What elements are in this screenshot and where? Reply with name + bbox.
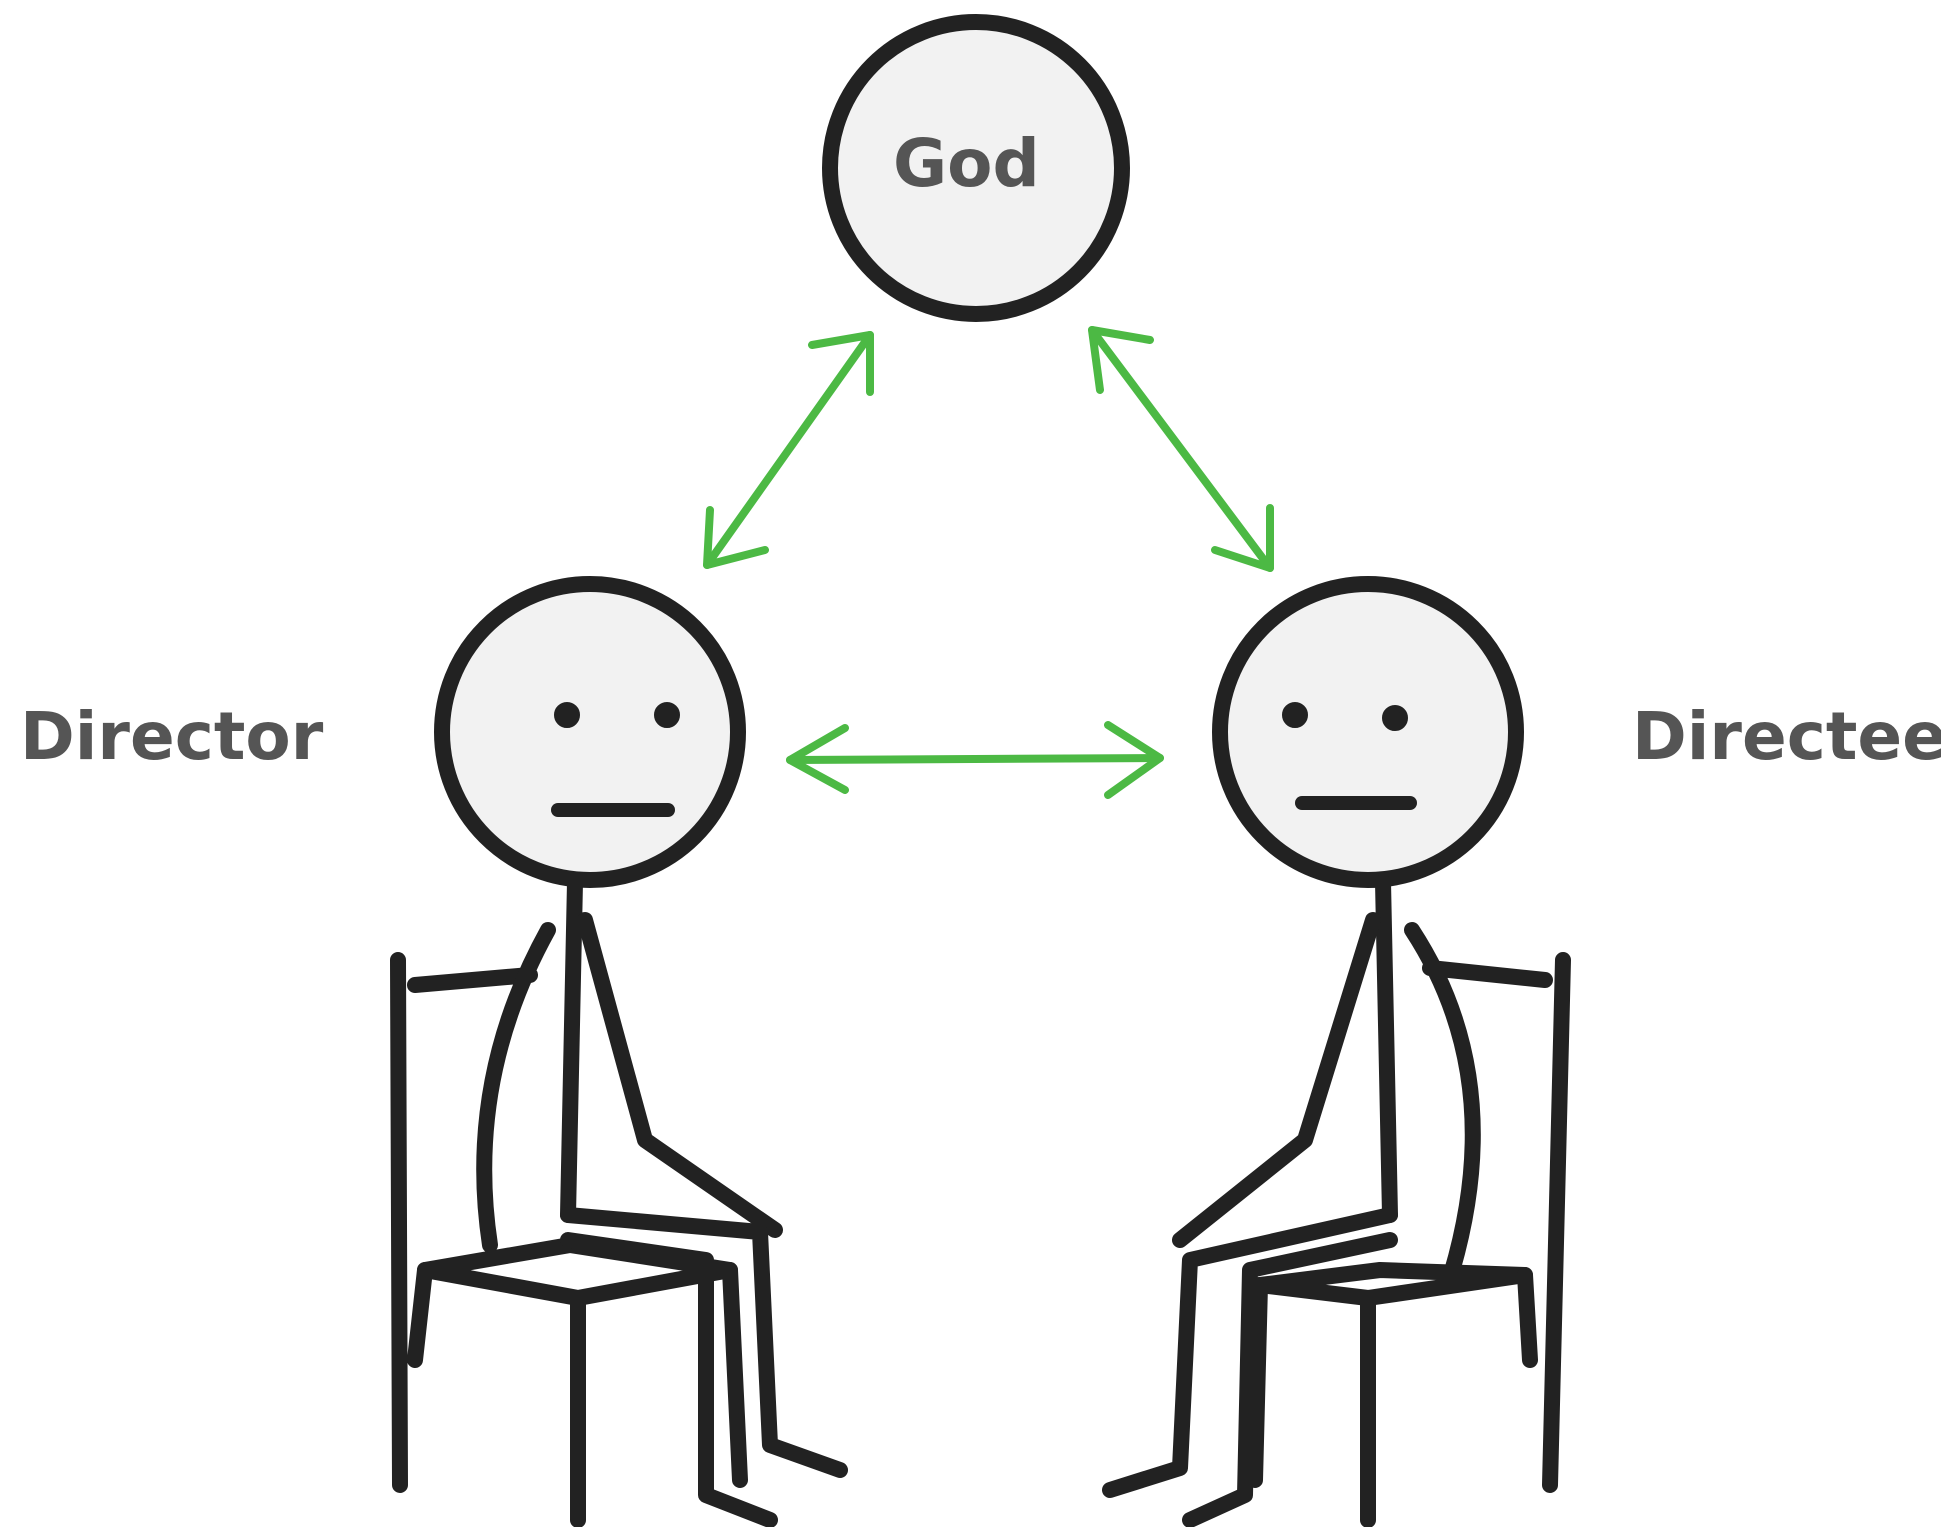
arrow-god-directee <box>1088 326 1274 572</box>
director-label: Director <box>20 698 324 775</box>
god-node-circle <box>822 14 1130 322</box>
directee-head <box>1212 576 1524 888</box>
directee-label: Directee <box>1632 698 1941 775</box>
directee-chair <box>1247 952 1571 1528</box>
director-figure <box>390 576 848 1528</box>
director-chair <box>390 952 748 1528</box>
god-label: God <box>893 125 1040 202</box>
director-head <box>434 576 746 888</box>
directee-eye-right <box>1382 705 1408 731</box>
directee-eye-left <box>1282 702 1308 728</box>
arrow-director-directee <box>786 721 1164 799</box>
director-eye-left <box>554 702 580 728</box>
arrow-director-god <box>703 331 874 569</box>
directee-figure <box>1102 576 1571 1528</box>
director-eye-right <box>654 702 680 728</box>
